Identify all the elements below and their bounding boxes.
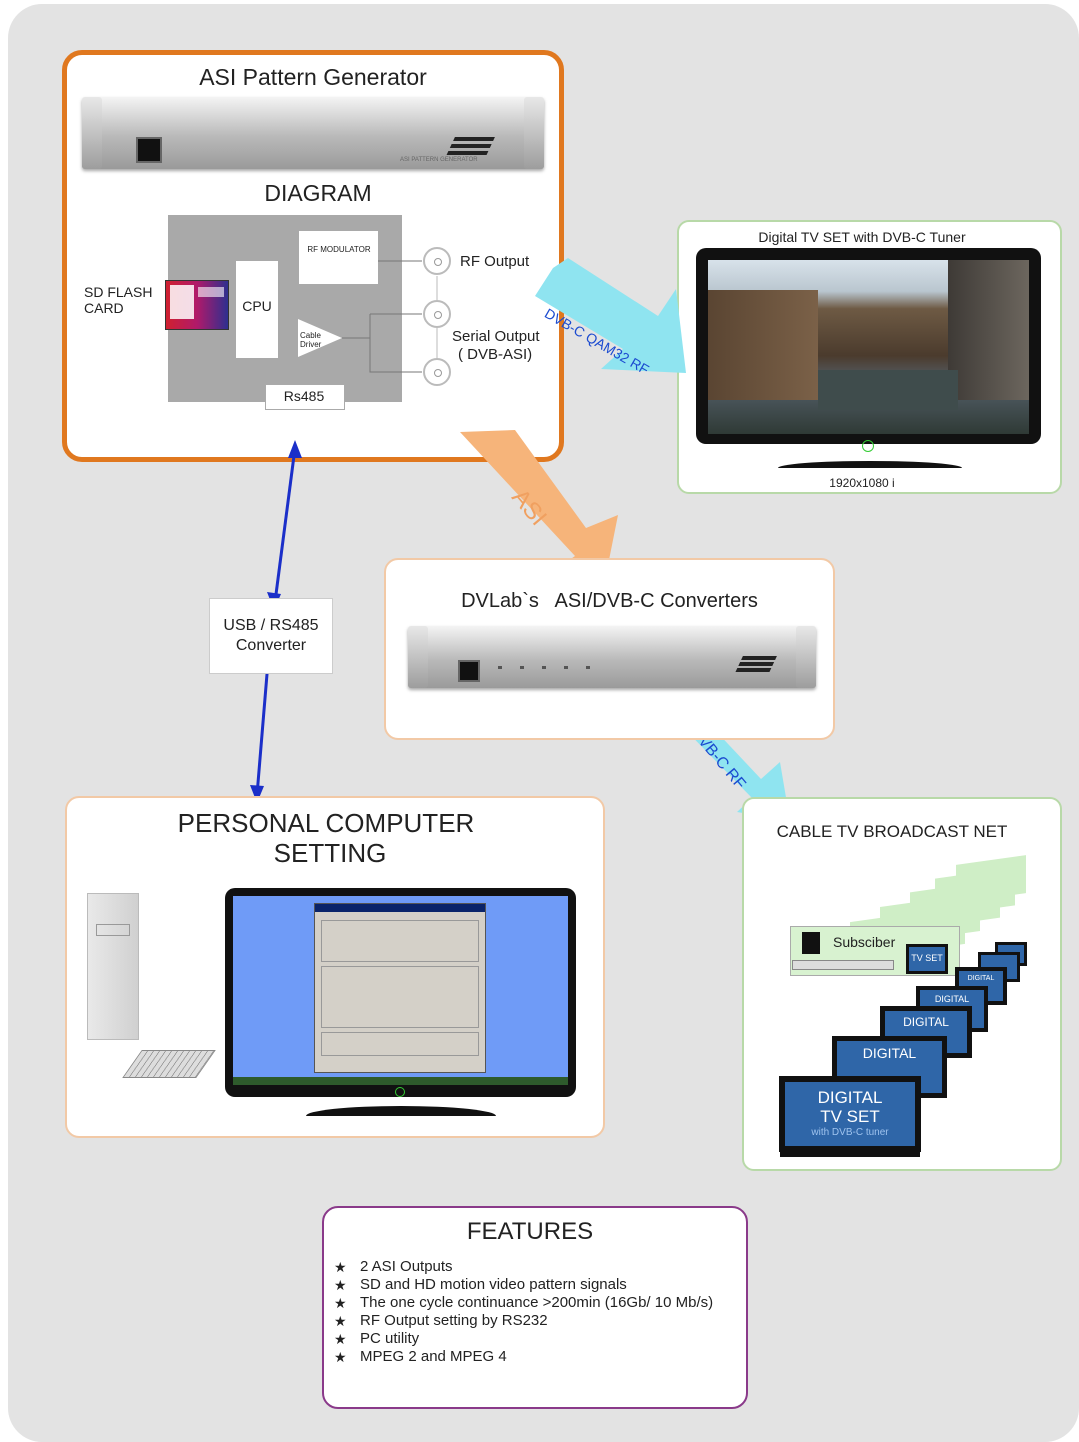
- cable-net-title: CABLE TV BROADCAST NET: [776, 822, 1008, 841]
- pc-title-line1: PERSONAL COMPUTER: [177, 808, 475, 838]
- set-top-box: [792, 960, 894, 970]
- feature-item: RF Output setting by RS232: [334, 1312, 713, 1330]
- rf-output-connector: [423, 247, 451, 275]
- serial-output-sublabel: ( DVB-ASI): [458, 346, 533, 363]
- cable-driver-label: Cable Driver: [300, 331, 322, 349]
- subscriber-tv-set-label: TV SET: [909, 947, 945, 971]
- features-title: FEATURES: [466, 1218, 594, 1245]
- cpu-block: [236, 261, 278, 358]
- pc-power-icon: [395, 1087, 405, 1097]
- usb-to-generator-arrow: [273, 447, 297, 603]
- feature-item: PC utility: [334, 1330, 713, 1348]
- subscriber-tv-set: TV SET: [906, 944, 948, 974]
- converter-rack-unit: [408, 626, 816, 688]
- serial-output-connector-2: [423, 358, 451, 386]
- feature-item: MPEG 2 and MPEG 4: [334, 1348, 713, 1366]
- dvbc-qam-arrow: [535, 258, 686, 373]
- rack-label: ASI PATTERN GENERATOR: [400, 157, 478, 163]
- feature-item: The one cycle continuance >200min (16Gb/…: [334, 1294, 713, 1312]
- tv-resolution: 1920x1080 i: [829, 476, 895, 490]
- converter-power-switch: [458, 660, 480, 682]
- serial-output-connector-1: [423, 300, 451, 328]
- converter-leds: [498, 666, 598, 669]
- digital-tv-1-stand: [780, 1150, 920, 1157]
- subscriber-icon: [802, 932, 820, 954]
- tv-screen-image: [708, 260, 1029, 434]
- tv-power-icon: [862, 440, 874, 452]
- rf-output-label: RF Output: [460, 253, 530, 270]
- rf-modulator-block: [299, 231, 378, 284]
- tv-stand: [778, 461, 962, 468]
- usb-rs485-converter: [209, 598, 333, 674]
- pc-taskbar: [233, 1077, 568, 1085]
- subscriber-label: Subsciber: [833, 934, 896, 950]
- usb-converter-line1: USB / RS485: [223, 617, 319, 634]
- feature-item: 2 ASI Outputs: [334, 1258, 713, 1276]
- digital-tv-1: DIGITAL TV SET with DVB-C tuner: [779, 1076, 921, 1152]
- converter-brand-logo: [741, 656, 777, 660]
- digital-tv-1-line1: DIGITAL: [817, 1088, 883, 1107]
- pc-stand: [306, 1106, 496, 1116]
- generator-title: ASI Pattern Generator: [199, 64, 427, 90]
- serial-output-label: Serial Output: [452, 328, 540, 345]
- usb-converter-line2: Converter: [235, 637, 307, 654]
- power-switch: [136, 137, 162, 163]
- sd-card-label: SD FLASH CARD: [84, 284, 153, 316]
- converters-title: DVLab`s ASI/DVB-C Converters: [461, 590, 758, 612]
- cpu-label: CPU: [242, 298, 272, 314]
- usb-to-pc-arrow: [255, 661, 270, 796]
- rs485-label: Rs485: [283, 388, 325, 404]
- settings-window: [314, 903, 486, 1073]
- tv-title: Digital TV SET with DVB-C Tuner: [758, 229, 966, 245]
- pc-tower: [87, 893, 139, 1040]
- rf-modulator-label: RF MODULATOR: [307, 245, 371, 254]
- pc-title-line2: SETTING: [273, 838, 387, 868]
- diagram-title: DIAGRAM: [264, 180, 372, 206]
- digital-tv-1-line3: with DVB-C tuner: [811, 1127, 889, 1138]
- digital-tv-1-line2: TV SET: [820, 1107, 880, 1126]
- generator-rack-unit: ASI PATTERN GENERATOR: [82, 97, 544, 169]
- feature-item: SD and HD motion video pattern signals: [334, 1276, 713, 1294]
- features-list: 2 ASI Outputs SD and HD motion video pat…: [334, 1258, 713, 1366]
- rs485-block: [265, 384, 345, 410]
- sd-card-icon: [165, 280, 229, 330]
- asi-arrow: [460, 430, 618, 576]
